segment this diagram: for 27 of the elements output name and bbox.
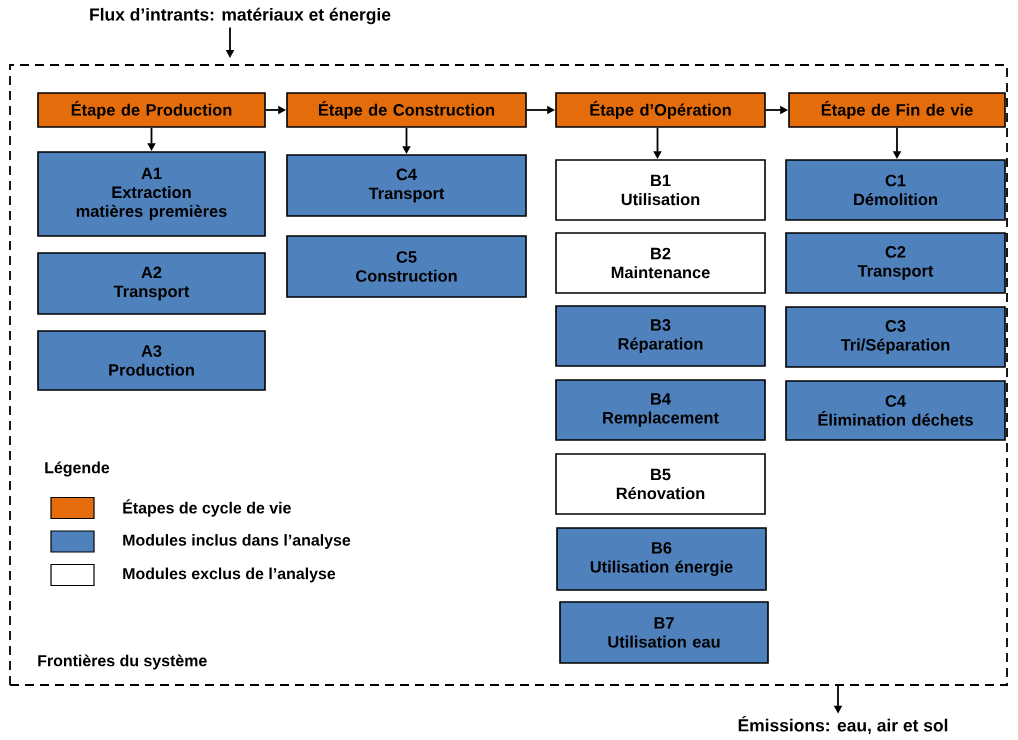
boundary-label: Frontières du système: [38, 654, 207, 670]
module-box: A2 Transport: [37, 252, 266, 315]
legend-text: Modules inclus dans l’analyse: [123, 534, 351, 549]
module-box: B6 Utilisation énergie: [556, 527, 767, 591]
module-box: B1 Utilisation: [555, 159, 766, 221]
flow-label: Flux d’intrants: matériaux et énergie: [90, 7, 391, 25]
module-box: C3 Tri/Séparation: [785, 306, 1006, 368]
flow-label: Émissions: eau, air et sol: [738, 715, 948, 735]
module-box: A1 Extraction matières premières: [37, 151, 266, 237]
module-box: C4 Transport: [286, 154, 527, 217]
module-box: B5 Rénovation: [555, 453, 766, 515]
module-box: B7 Utilisation eau: [559, 601, 769, 664]
module-box: B4 Remplacement: [555, 379, 766, 441]
stage-box: Étape de Construction: [286, 92, 527, 128]
legend-text: Modules exclus de l’analyse: [123, 567, 336, 583]
stage-box: Étape de Fin de vie: [788, 92, 1006, 128]
module-box: C5 Construction: [286, 235, 527, 298]
module-box: C1 Démolition: [785, 159, 1006, 221]
stage-box: Étape d’Opération: [555, 92, 766, 128]
module-box: C4 Élimination déchets: [785, 380, 1006, 441]
module-box: A3 Production: [37, 330, 266, 391]
legend-text: Étapes de cycle de vie: [123, 499, 291, 517]
module-box: B3 Réparation: [555, 305, 766, 367]
legend-title: Légende: [45, 461, 110, 477]
module-box: B2 Maintenance: [555, 232, 766, 294]
stage-box: Étape de Production: [37, 92, 266, 128]
module-box: C2 Transport: [785, 232, 1006, 294]
